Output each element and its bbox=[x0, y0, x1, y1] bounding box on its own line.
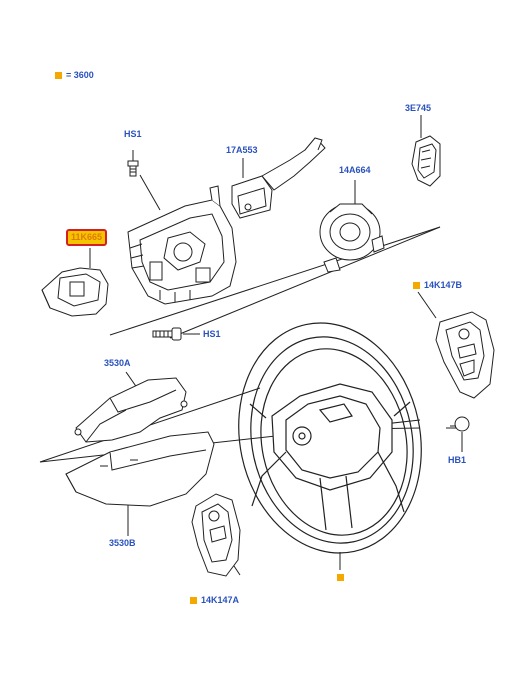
steering-wheel bbox=[238, 322, 422, 554]
leader-hs1-top-2 bbox=[139, 174, 161, 211]
label-3530b: 3530B bbox=[109, 538, 136, 548]
square-marker-icon bbox=[190, 597, 197, 604]
square-marker-icon bbox=[413, 282, 420, 289]
plane-line bbox=[109, 226, 441, 336]
label-14k147b-text: 14K147B bbox=[424, 280, 463, 290]
bolt-hb1 bbox=[446, 416, 470, 432]
label-14k147a-text: 14K147A bbox=[201, 595, 240, 605]
switch-housing bbox=[127, 185, 237, 305]
label-hs1-mid: HS1 bbox=[203, 329, 221, 339]
screw-hs1-top bbox=[127, 160, 139, 177]
label-3e745: 3E745 bbox=[405, 103, 432, 113]
shroud-3530a bbox=[74, 377, 188, 443]
screw-hs1-mid bbox=[152, 327, 182, 341]
label-14k147b: 14K147B bbox=[413, 280, 462, 291]
label-3530a: 3530A bbox=[104, 358, 131, 368]
switch-11k665 bbox=[41, 267, 109, 317]
label-11k665-highlighted[interactable]: 11K665 bbox=[66, 229, 108, 246]
square-marker-icon bbox=[55, 72, 62, 79]
label-hs1-top: HS1 bbox=[124, 129, 142, 139]
wheel-marker bbox=[337, 572, 348, 583]
leader-14k147b bbox=[417, 291, 437, 319]
clockspring-14a664 bbox=[319, 203, 385, 273]
label-14a664: 14A664 bbox=[339, 165, 371, 175]
legend-text: = 3600 bbox=[66, 70, 94, 80]
stalk-17a553 bbox=[231, 137, 326, 219]
plane-line bbox=[169, 226, 441, 339]
switch-14k147a bbox=[191, 493, 241, 577]
switch-14k147b bbox=[435, 311, 495, 399]
shroud-3530b bbox=[65, 431, 215, 507]
switch-3e745 bbox=[411, 135, 441, 187]
label-hb1: HB1 bbox=[448, 455, 467, 465]
square-marker-icon bbox=[337, 574, 344, 581]
legend: = 3600 bbox=[55, 70, 94, 81]
label-17a553: 17A553 bbox=[226, 145, 258, 155]
label-14k147a: 14K147A bbox=[190, 595, 239, 606]
